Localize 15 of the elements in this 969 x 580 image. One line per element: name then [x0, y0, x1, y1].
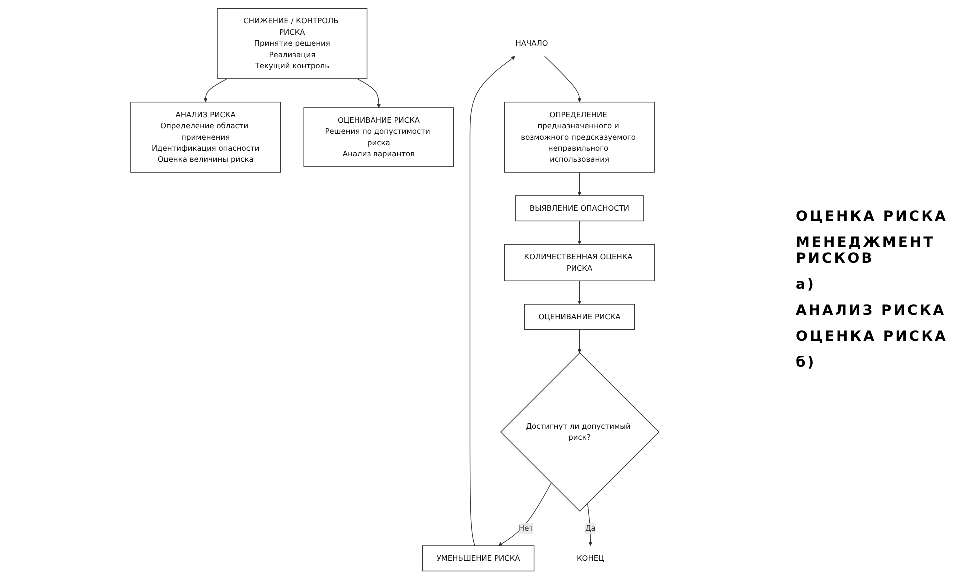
side-label: МЕНЕДЖМЕНТ РИСКОВ [796, 235, 936, 267]
arrow [356, 78, 382, 108]
side-label: а) [796, 277, 817, 293]
arrow [498, 482, 552, 546]
arrow [578, 172, 582, 196]
arrow [544, 56, 582, 103]
arrow [578, 280, 582, 305]
side-label: б) [796, 355, 818, 371]
side-label: АНАЛИЗ РИСКА [796, 303, 948, 319]
arrow [470, 56, 516, 546]
arrow [578, 220, 582, 245]
arrow [204, 78, 228, 103]
arrow [578, 329, 582, 354]
side-label: ОЦЕНКА РИСКА [796, 209, 949, 225]
side-label: ОЦЕНКА РИСКА [796, 329, 949, 345]
